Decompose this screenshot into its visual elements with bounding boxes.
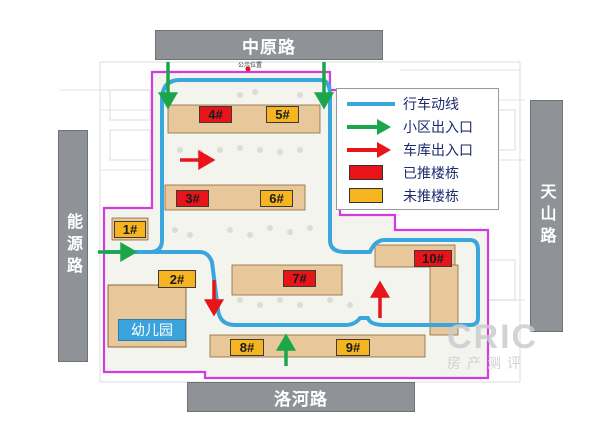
legend-label: 小区出入口 xyxy=(403,120,473,136)
watermark: CRIC 房产测评 xyxy=(447,318,538,373)
legend-label: 已推楼栋 xyxy=(403,166,459,182)
legend-item-garage: 车库出入口 xyxy=(337,139,498,161)
legend-label: 行车动线 xyxy=(403,97,459,113)
legend-item-pushed: 已推楼栋 xyxy=(337,162,498,184)
building-6: 6# xyxy=(260,190,293,207)
road-tianshan: 天山路 xyxy=(530,100,563,332)
legend-label: 未推楼栋 xyxy=(403,189,459,205)
kindergarten-label: 幼儿园 xyxy=(118,319,186,341)
red-arrow-icon xyxy=(347,142,391,158)
watermark-logo: CRIC xyxy=(447,318,539,356)
building-8: 8# xyxy=(230,339,264,356)
building-2: 2# xyxy=(158,270,196,288)
road-zhongyuan: 中原路 xyxy=(155,30,383,60)
site-boundary xyxy=(102,70,490,380)
legend-item-entrance: 小区出入口 xyxy=(337,116,498,138)
red-swatch-icon xyxy=(349,165,383,180)
building-4: 4# xyxy=(199,106,232,123)
yellow-swatch-icon xyxy=(349,188,383,203)
watermark-subtitle: 房产测评 xyxy=(447,356,527,372)
road-luohe: 洛河路 xyxy=(187,382,415,412)
legend-item-route: 行车动线 xyxy=(337,93,498,115)
building-1: 1# xyxy=(114,221,146,238)
building-7: 7# xyxy=(283,270,316,287)
building-9: 9# xyxy=(336,339,370,356)
legend-item-not-pushed: 未推楼栋 xyxy=(337,185,498,207)
road-nengyuan: 能源路 xyxy=(58,130,88,362)
building-5: 5# xyxy=(266,106,299,123)
building-3: 3# xyxy=(176,190,209,207)
building-10: 10# xyxy=(414,250,452,267)
green-arrow-icon xyxy=(347,119,391,135)
legend-label: 车库出入口 xyxy=(403,143,473,159)
gate-marker xyxy=(245,66,251,72)
legend: 行车动线 小区出入口 车库出入口 已推楼栋 未推楼栋 xyxy=(336,88,499,210)
gate-label: 公示位置 xyxy=(238,62,263,69)
driving-route xyxy=(105,78,480,327)
